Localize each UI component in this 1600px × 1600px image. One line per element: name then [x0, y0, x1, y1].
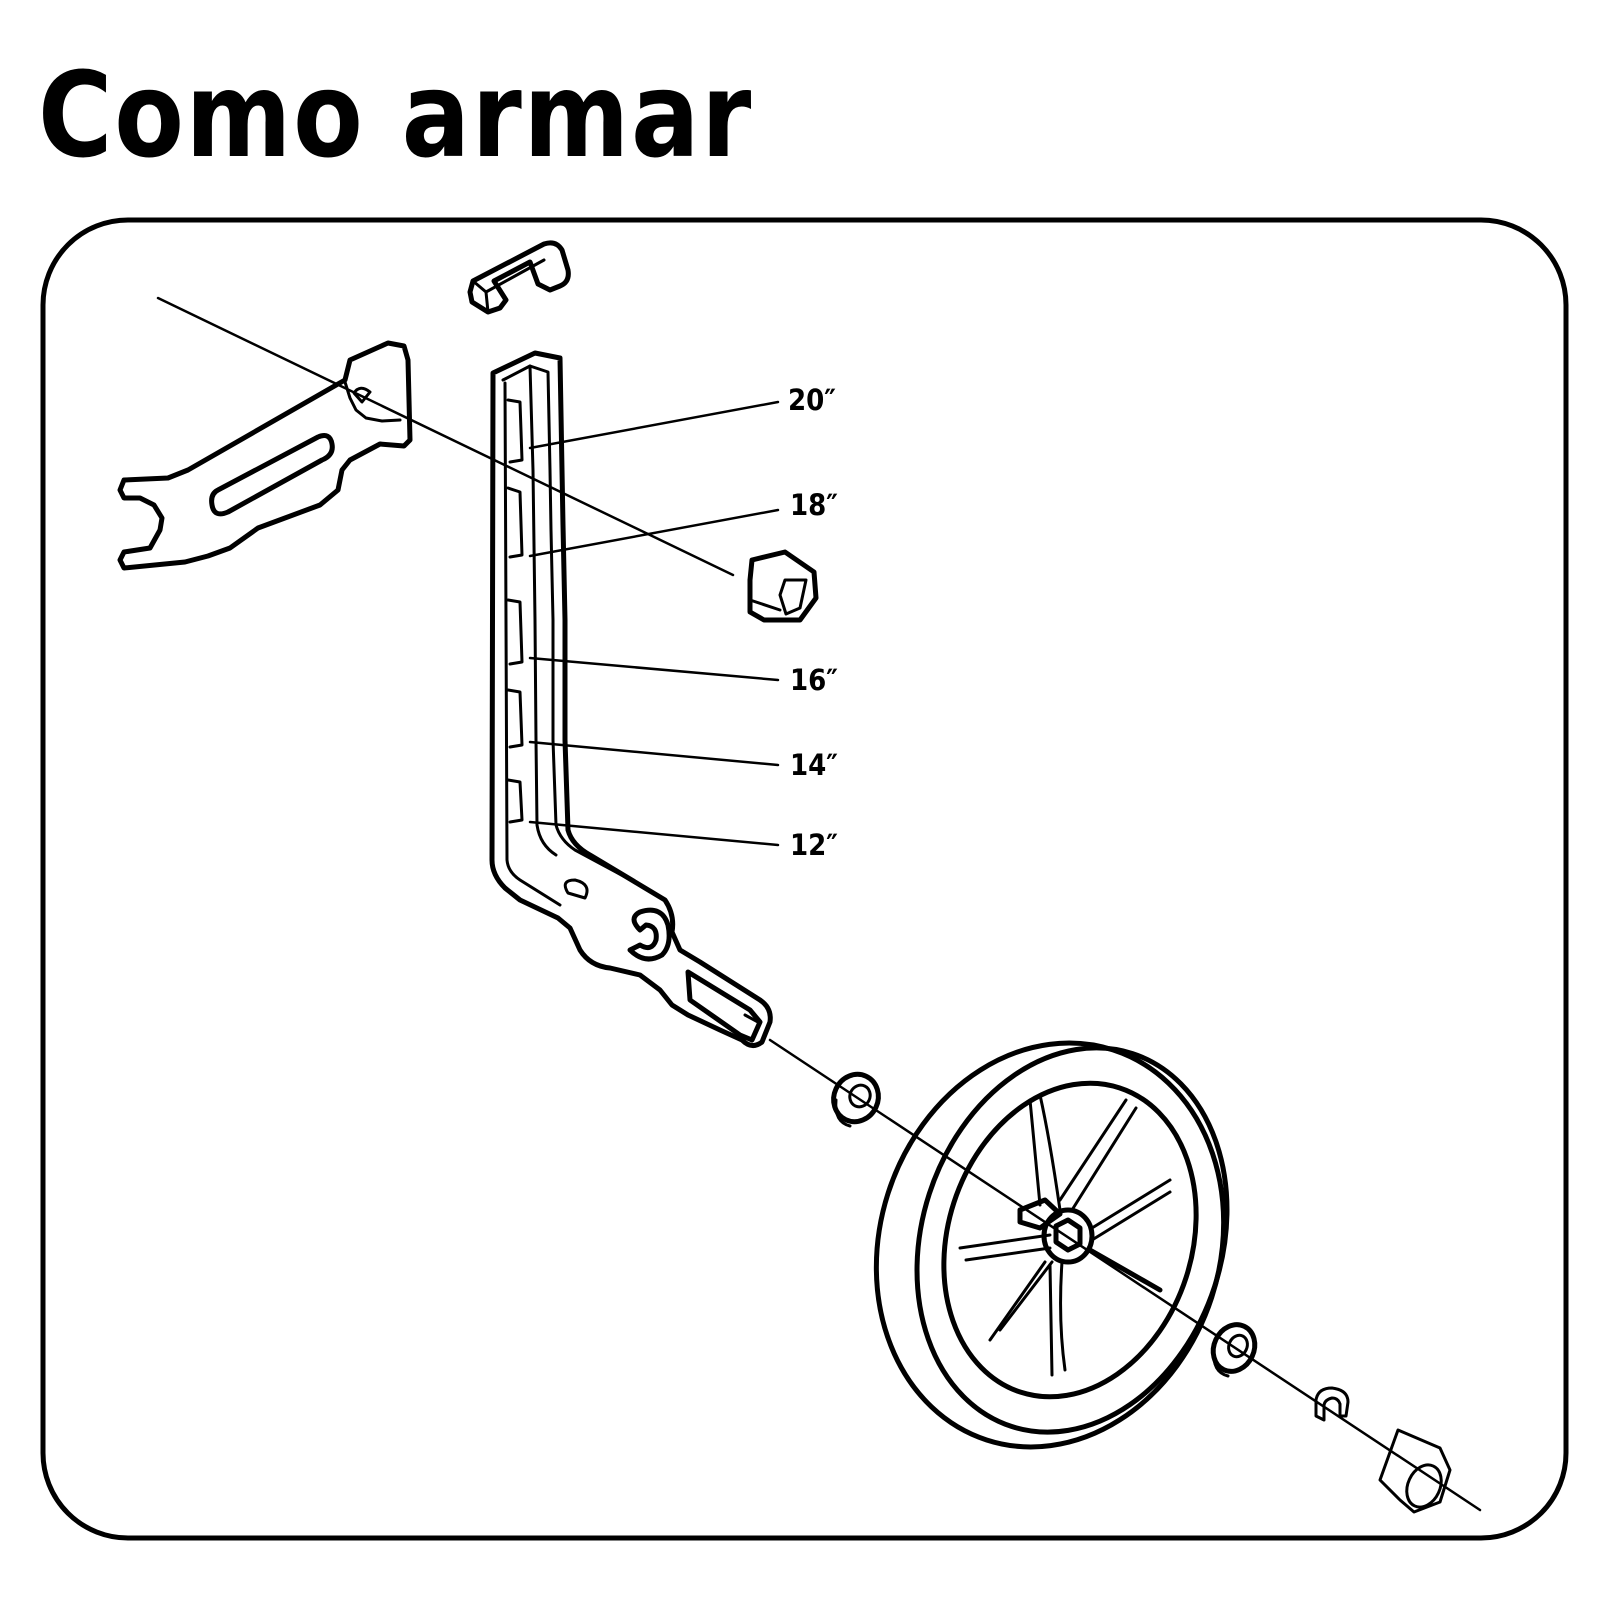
training-wheel-arm	[489, 350, 773, 1048]
hex-nut-top	[747, 549, 819, 623]
washer-left	[831, 1071, 881, 1128]
size-leader-line	[528, 656, 780, 682]
size-label: 14″	[790, 748, 838, 782]
size-leader-line	[528, 508, 780, 558]
size-leader-line	[528, 400, 780, 450]
bolt-axis-line	[156, 296, 735, 577]
axle-axis-line	[768, 1038, 1482, 1512]
page-title: Como armar	[38, 46, 753, 184]
washer-right	[1210, 1322, 1258, 1378]
end-cap-nut	[1378, 1428, 1452, 1514]
size-label: 20″	[788, 383, 836, 417]
mounting-bracket	[117, 340, 413, 571]
size-leader-line	[528, 740, 780, 767]
wheel	[873, 1040, 1230, 1450]
size-label: 12″	[790, 828, 838, 862]
clip-piece	[467, 240, 571, 315]
size-label-group: 20″ 18″ 16″ 14″ 12″	[528, 383, 838, 862]
size-label: 18″	[790, 488, 838, 522]
size-label: 16″	[790, 663, 838, 697]
size-leader-line	[528, 820, 780, 847]
diagram-frame	[40, 217, 1569, 1541]
small-clip	[1314, 1386, 1350, 1422]
